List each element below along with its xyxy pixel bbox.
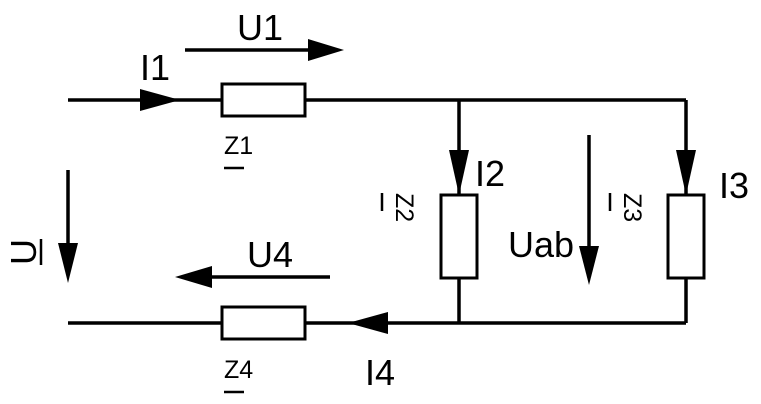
- label-z2: Z2: [390, 193, 418, 222]
- voltage-u4-arrow: [175, 266, 330, 288]
- voltage-uab-arrow: [579, 135, 599, 285]
- label-u4: U4: [247, 234, 293, 275]
- label-u: U: [3, 239, 44, 265]
- current-i3-arrowhead: [676, 150, 696, 195]
- impedance-z3: [666, 193, 706, 280]
- label-z3-group: Z3: [608, 193, 646, 222]
- current-i2-arrowhead: [449, 150, 469, 195]
- label-z1: Z1: [224, 132, 253, 160]
- label-uab: Uab: [508, 224, 574, 265]
- label-u-group: U: [3, 239, 44, 265]
- voltage-u-arrow: [58, 170, 78, 283]
- impedance-z2: [439, 193, 479, 280]
- label-i3: I3: [719, 165, 749, 206]
- label-i1: I1: [140, 47, 170, 88]
- impedance-z4: [220, 305, 307, 341]
- current-i1-arrowhead: [140, 89, 180, 111]
- current-i4-arrowhead: [348, 312, 388, 334]
- label-z2-group: Z2: [380, 193, 418, 222]
- label-z4-group: Z4: [224, 356, 253, 394]
- label-u1: U1: [237, 7, 283, 48]
- label-z4: Z4: [224, 356, 253, 384]
- label-i4: I4: [365, 352, 395, 393]
- label-z3: Z3: [618, 193, 646, 222]
- label-z1-group: Z1: [224, 132, 253, 170]
- label-i2: I2: [475, 153, 505, 194]
- impedance-z1: [220, 82, 307, 118]
- voltage-u1-arrow: [185, 39, 344, 61]
- wires: [68, 98, 688, 325]
